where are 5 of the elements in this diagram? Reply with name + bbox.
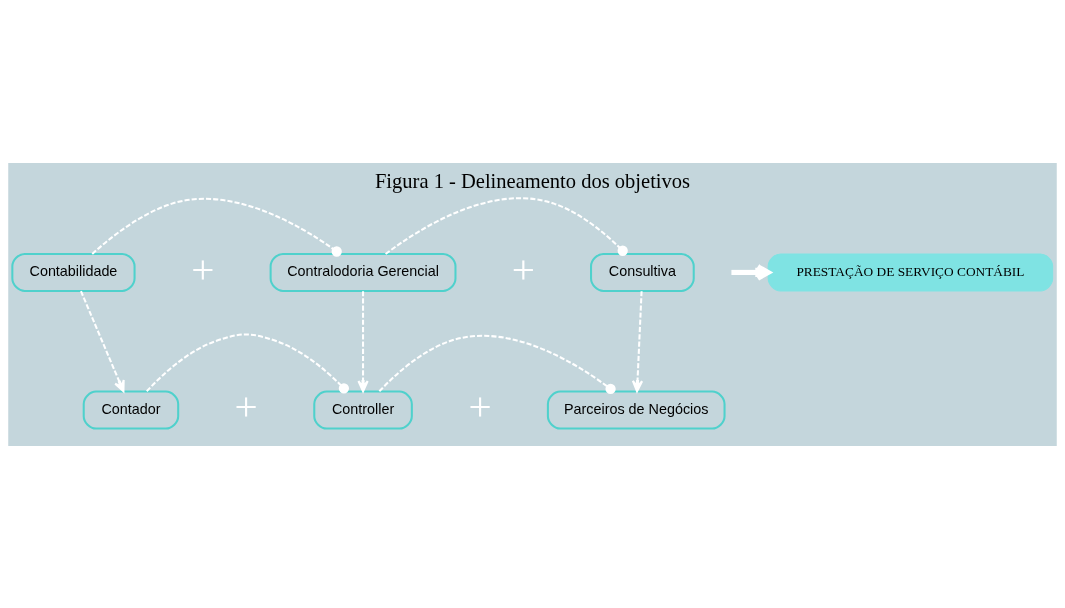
diagram-title: Figura 1 - Delineamento dos objetivos xyxy=(374,169,691,192)
label: + xyxy=(468,382,492,429)
label: + xyxy=(234,382,258,429)
label: + xyxy=(511,245,535,292)
label: + xyxy=(191,245,215,292)
